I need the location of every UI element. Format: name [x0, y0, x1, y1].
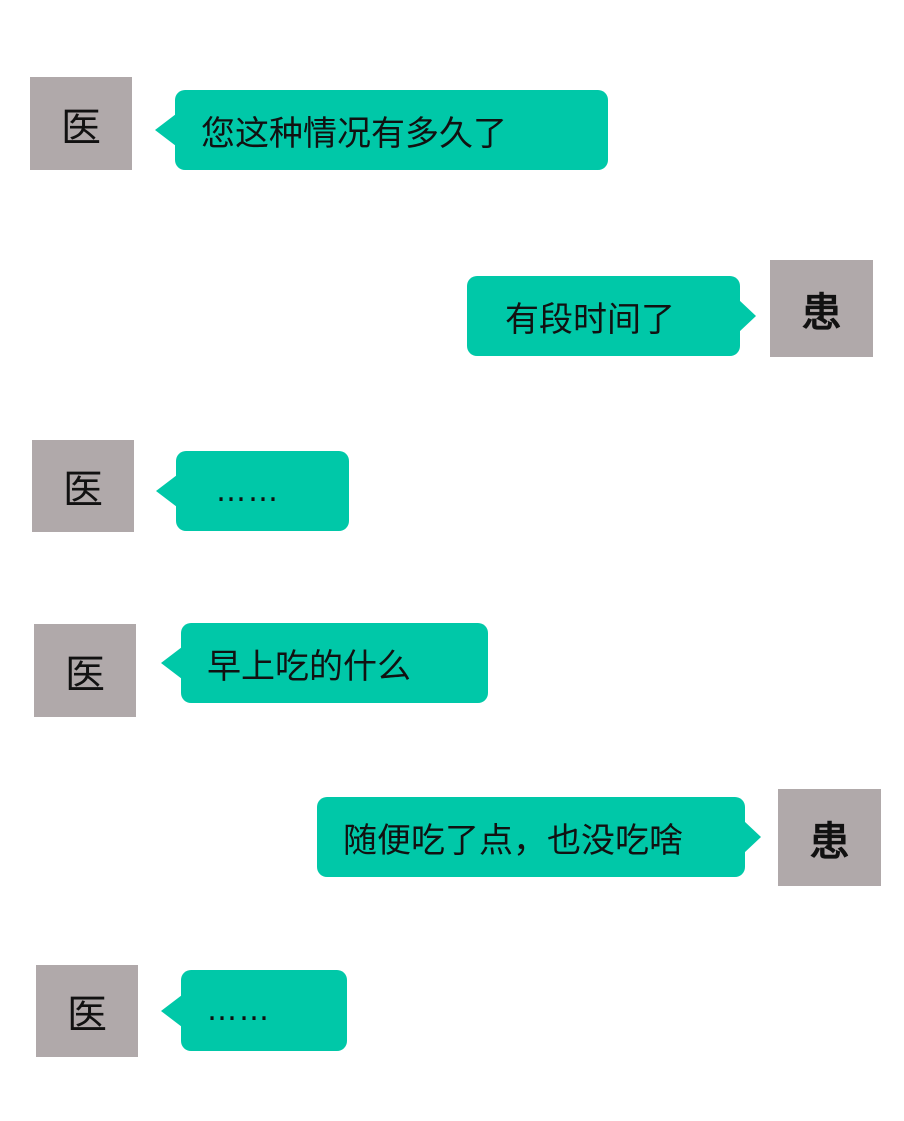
message-text: 有段时间了	[505, 299, 675, 340]
message-bubble-doctor: 您这种情况有多久了	[155, 90, 608, 170]
message-bubble-doctor: ……	[156, 451, 349, 531]
message-bubble-doctor: 早上吃的什么	[161, 623, 488, 703]
message-text: ……	[216, 473, 280, 509]
doctor-avatar: 医	[32, 440, 134, 532]
doctor-avatar: 医	[30, 77, 132, 170]
message-bubble-patient: 有段时间了	[467, 276, 756, 356]
message-bubble-doctor: ……	[161, 970, 347, 1051]
message-text: ……	[207, 993, 271, 1028]
patient-avatar: 患	[778, 789, 881, 886]
message-text: 您这种情况有多久了	[201, 113, 507, 154]
message-bubble-patient: 随便吃了点，也没吃啥	[317, 797, 761, 877]
doctor-avatar: 医	[36, 965, 138, 1057]
patient-avatar: 患	[770, 260, 873, 357]
message-text: 早上吃的什么	[207, 646, 411, 687]
doctor-avatar: 医	[34, 624, 136, 717]
message-text: 随便吃了点，也没吃啥	[343, 820, 683, 861]
